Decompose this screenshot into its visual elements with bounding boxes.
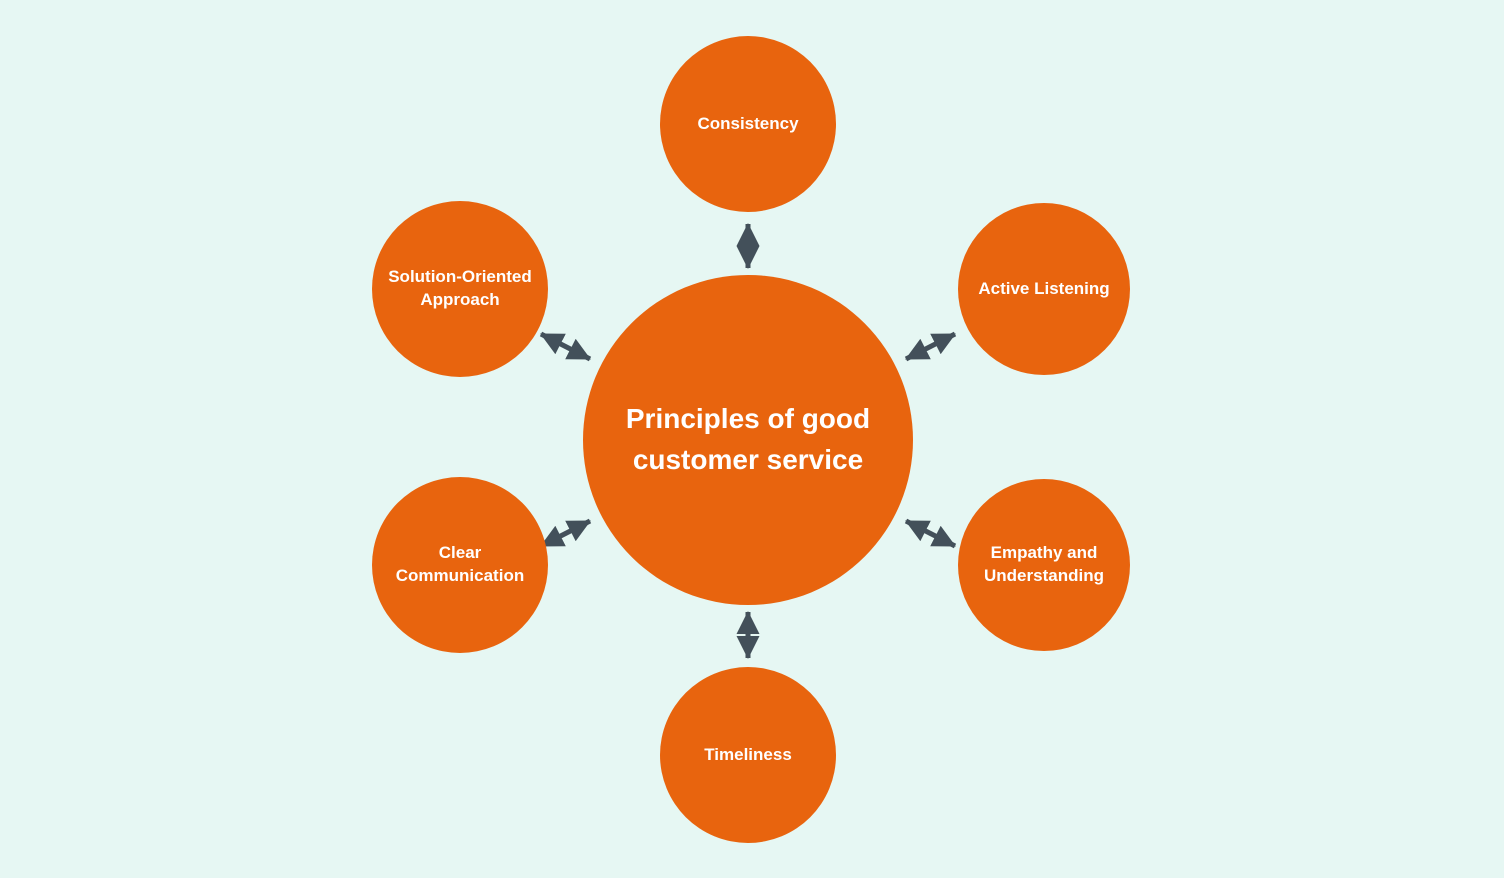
node-consistency: Consistency	[660, 36, 836, 212]
arrow-center-clear-communication	[539, 518, 592, 549]
node-label: Solution-Oriented Approach	[388, 267, 532, 309]
node-label: Empathy and Understanding	[984, 543, 1104, 585]
node-active-listening: Active Listening	[958, 203, 1130, 375]
node-center: Principles of good customer service	[583, 275, 913, 605]
node-clear-communication: Clear Communication	[372, 477, 548, 653]
node-timeliness: Timeliness	[660, 667, 836, 843]
node-label: Consistency	[697, 113, 799, 133]
node-label: Active Listening	[978, 278, 1110, 298]
arrow-center-empathy	[904, 518, 957, 549]
node-center-label: Principles of good customer service	[625, 403, 871, 475]
node-label: Timeliness	[704, 744, 792, 764]
arrow-center-solution-oriented	[539, 331, 592, 362]
arrow-center-active-listening	[904, 331, 957, 362]
node-empathy-and-understanding: Empathy and Understanding	[958, 479, 1130, 651]
node-solution-oriented-approach: Solution-Oriented Approach	[372, 201, 548, 377]
node-label: Clear Communication	[395, 543, 525, 585]
